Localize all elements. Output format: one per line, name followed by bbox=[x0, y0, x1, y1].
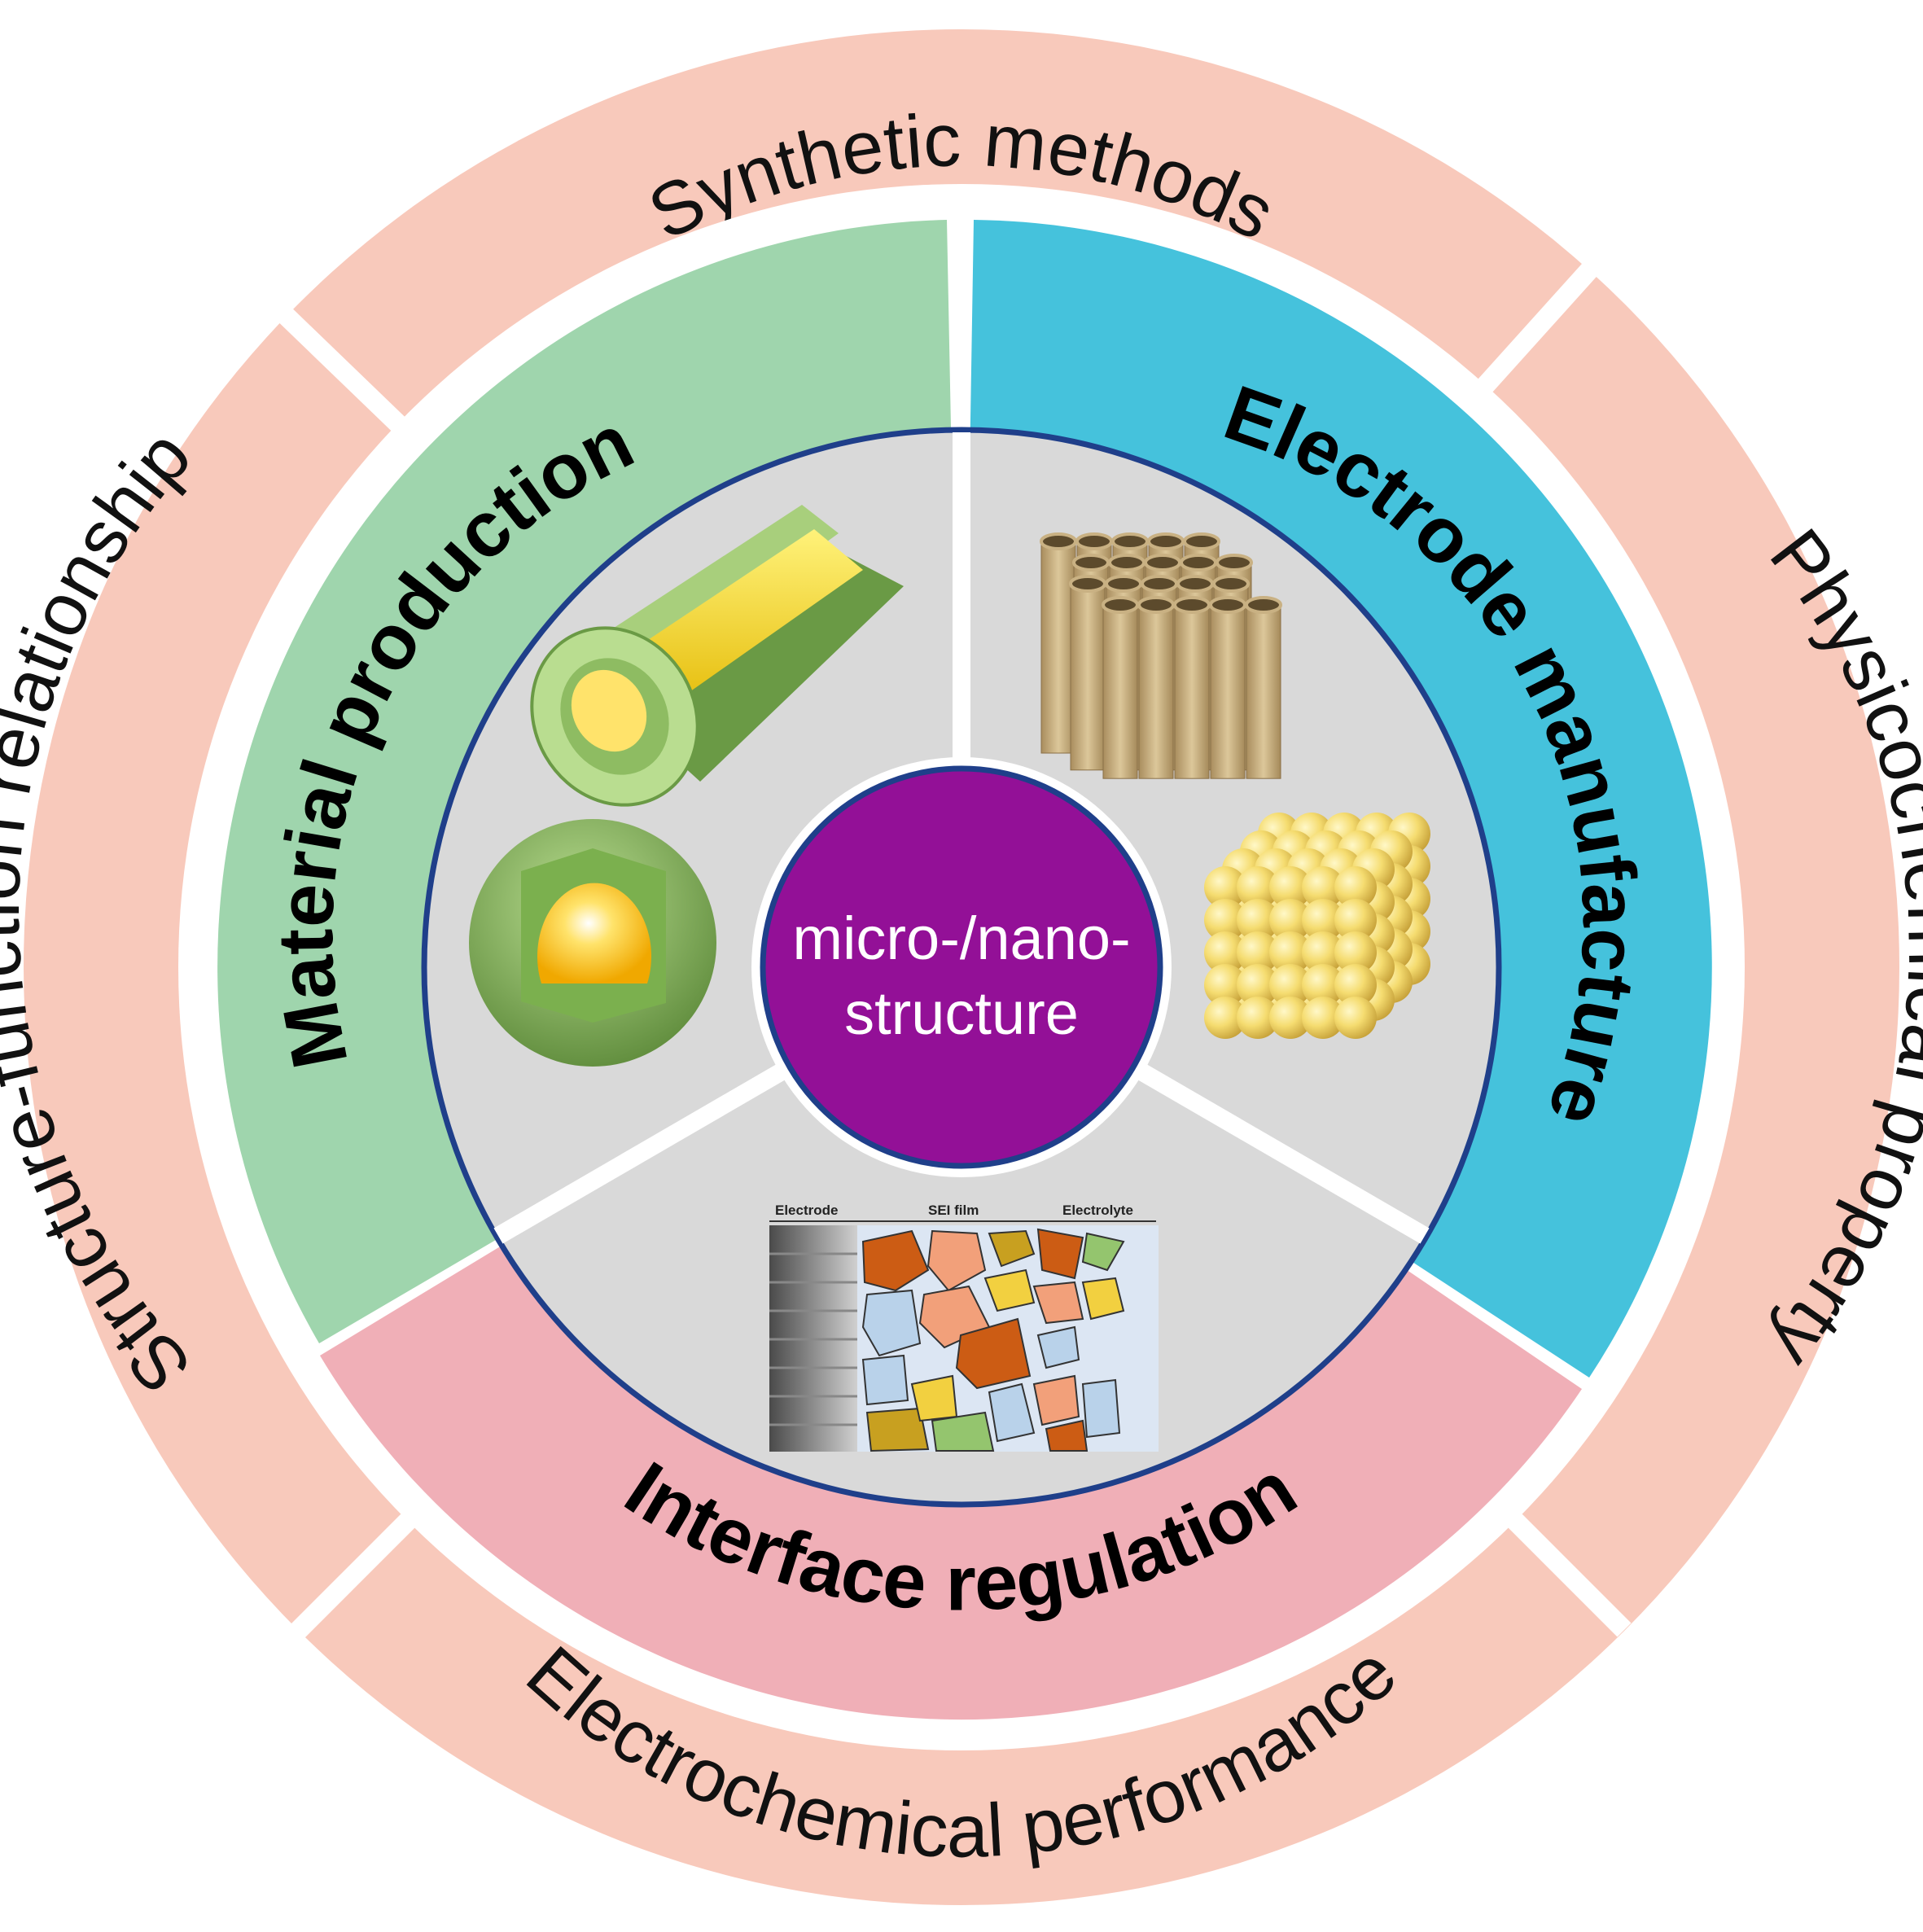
packed-sphere bbox=[1269, 964, 1312, 1006]
honeycomb-pillar bbox=[1070, 583, 1106, 771]
honeycomb-pore bbox=[1069, 575, 1106, 593]
packed-sphere bbox=[1237, 997, 1279, 1039]
packed-sphere bbox=[1204, 899, 1246, 941]
honeycomb-pore bbox=[1111, 532, 1149, 550]
sei-particles bbox=[861, 1228, 1125, 1452]
honeycomb-pore bbox=[1147, 532, 1185, 550]
honeycomb-pore bbox=[1183, 532, 1220, 550]
center-label-line1: micro-/nano- bbox=[792, 905, 1130, 972]
center-circle bbox=[760, 765, 1163, 1169]
honeycomb-pore bbox=[1141, 575, 1178, 593]
packed-sphere bbox=[1237, 964, 1279, 1006]
honeycomb-pore bbox=[1072, 554, 1110, 572]
packed-sphere bbox=[1269, 899, 1312, 941]
honeycomb-pore bbox=[1102, 596, 1139, 614]
center-disc: micro-/nano- structure bbox=[751, 757, 1172, 1177]
honeycomb-pillar bbox=[1174, 604, 1210, 779]
sei-label-electrolyte: Electrolyte bbox=[1062, 1203, 1133, 1218]
packed-sphere bbox=[1302, 866, 1344, 909]
packed-sphere bbox=[1269, 931, 1312, 974]
inner-disc-dividers bbox=[493, 432, 1430, 1244]
packed-sphere bbox=[1237, 866, 1279, 909]
packed-sphere bbox=[1204, 866, 1246, 909]
sphere-cube-illustration bbox=[1204, 813, 1430, 1039]
honeycomb-pillar bbox=[1246, 604, 1281, 779]
honeycomb-pore bbox=[1212, 575, 1250, 593]
honeycomb-pillar bbox=[1102, 604, 1138, 779]
honeycomb-array-illustration bbox=[1040, 532, 1282, 779]
sei-film-schematic: Electrode SEI film Electrolyte bbox=[769, 1203, 1159, 1452]
sei-label-sei-film: SEI film bbox=[928, 1203, 979, 1218]
honeycomb-pore bbox=[1137, 596, 1175, 614]
packed-sphere bbox=[1204, 964, 1246, 1006]
core-shell-tube-illustration bbox=[530, 505, 904, 807]
honeycomb-pore bbox=[1108, 554, 1145, 572]
honeycomb-pore bbox=[1075, 532, 1113, 550]
packed-sphere bbox=[1302, 931, 1344, 974]
packed-sphere bbox=[1237, 899, 1279, 941]
packed-sphere bbox=[1269, 997, 1312, 1039]
packed-sphere bbox=[1302, 997, 1344, 1039]
packed-sphere bbox=[1237, 931, 1279, 974]
packed-sphere bbox=[1302, 964, 1344, 1006]
honeycomb-pillar bbox=[1138, 604, 1174, 779]
honeycomb-pillar bbox=[1040, 541, 1076, 754]
packed-sphere bbox=[1302, 899, 1344, 941]
honeycomb-pillar bbox=[1210, 604, 1246, 779]
honeycomb-pore bbox=[1209, 596, 1246, 614]
packed-sphere bbox=[1334, 964, 1377, 1006]
packed-sphere bbox=[1334, 931, 1377, 974]
packed-sphere bbox=[1204, 931, 1246, 974]
honeycomb-pore bbox=[1180, 554, 1217, 572]
packed-sphere bbox=[1334, 997, 1377, 1039]
packed-sphere bbox=[1269, 866, 1312, 909]
packed-sphere bbox=[1204, 997, 1246, 1039]
center-label-line2: structure bbox=[844, 979, 1079, 1047]
core-shell-sphere-illustration bbox=[469, 819, 716, 1067]
honeycomb-pore bbox=[1216, 554, 1253, 572]
sei-label-electrode: Electrode bbox=[775, 1203, 838, 1218]
honeycomb-pore bbox=[1245, 596, 1282, 614]
honeycomb-pore bbox=[1040, 532, 1077, 550]
honeycomb-pore bbox=[1105, 575, 1142, 593]
packed-sphere bbox=[1334, 899, 1377, 941]
honeycomb-pore bbox=[1176, 575, 1214, 593]
honeycomb-pore bbox=[1144, 554, 1181, 572]
honeycomb-pore bbox=[1173, 596, 1211, 614]
packed-sphere bbox=[1334, 866, 1377, 909]
